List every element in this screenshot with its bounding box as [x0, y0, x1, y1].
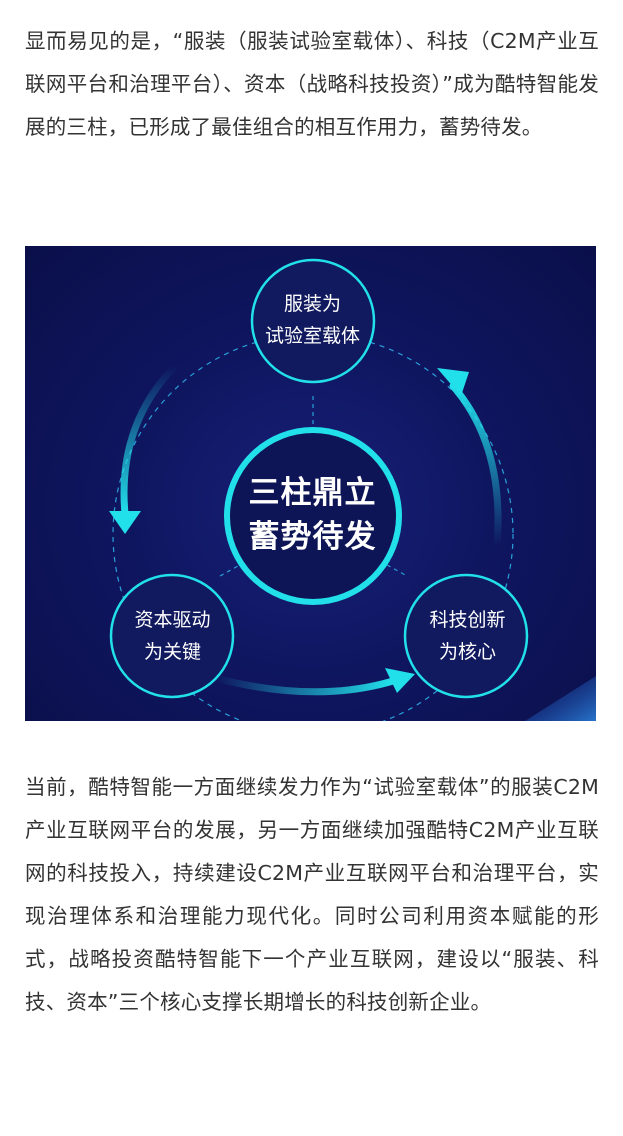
node-left-line1: 资本驱动	[134, 609, 211, 631]
node-right-line2: 为核心	[438, 641, 496, 663]
node-top-line2: 试验室载体	[264, 325, 360, 347]
node-top-label: 服装为 试验室载体	[250, 288, 375, 352]
node-center-line1: 三柱鼎立	[248, 475, 377, 511]
arrow-bottom-head	[385, 668, 415, 693]
arrow-bottom-body	[211, 674, 397, 696]
arrow-left-head	[109, 511, 141, 534]
node-right-circle	[403, 573, 529, 699]
arrow-right-body	[449, 382, 502, 550]
node-center-label: 三柱鼎立 蓄势待发	[230, 471, 395, 559]
node-left-line2: 为关键	[143, 641, 201, 663]
arrow-right-head	[437, 368, 469, 396]
node-top-circle	[250, 258, 376, 384]
body-paragraph: 当前，酷特智能一方面继续发力作为“试验室载体”的服装C2M产业互联网平台的发展，…	[25, 775, 599, 1014]
node-center-line2: 蓄势待发	[248, 519, 377, 555]
connector-right	[379, 560, 408, 577]
corner-accent	[525, 676, 596, 721]
diagram-graphics	[109, 258, 596, 721]
node-left-circle	[109, 573, 235, 699]
intro-paragraph: 显而易见的是，“服装（服装试验室载体）、科技（C2M产业互联网平台和治理平台）、…	[25, 29, 599, 139]
arrow-left-body	[120, 362, 179, 518]
node-center-circle	[224, 427, 402, 605]
node-right-label: 科技创新 为核心	[405, 604, 530, 668]
node-top-line1: 服装为	[283, 293, 341, 315]
three-pillars-diagram: 服装为 试验室载体 三柱鼎立 蓄势待发 资本驱动 为关键 科技创新 为核心	[25, 246, 596, 721]
node-right-line1: 科技创新	[429, 609, 506, 631]
node-left-label: 资本驱动 为关键	[110, 604, 235, 668]
